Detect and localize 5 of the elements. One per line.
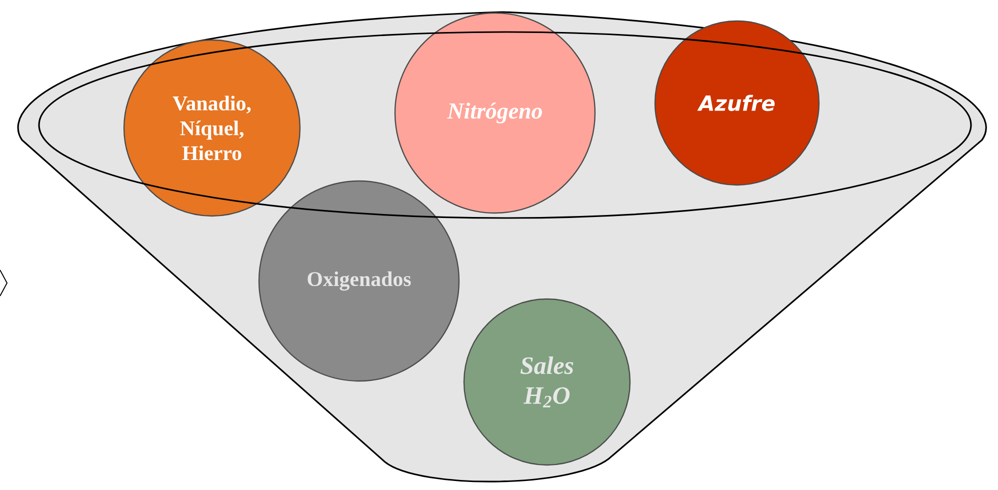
circle-node: Azufre bbox=[654, 20, 820, 186]
circle-node: Vanadio, Níquel, Hierro bbox=[123, 39, 301, 217]
circle-node: Sales H$_{2}$O bbox=[463, 298, 631, 466]
circle-node: Oxigenados bbox=[258, 180, 460, 382]
circle-node: Nitrógeno bbox=[394, 12, 596, 214]
